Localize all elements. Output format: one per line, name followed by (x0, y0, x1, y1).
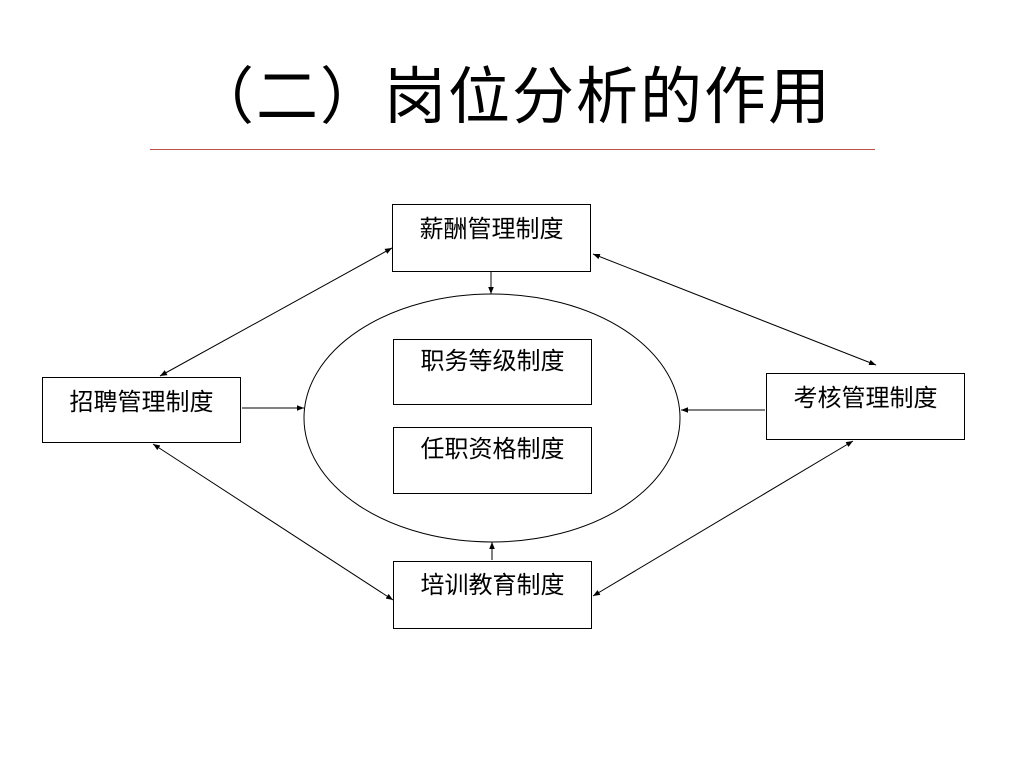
job-qualification-label: 任职资格制度 (420, 435, 565, 463)
job-grade-box: 职务等级制度 (393, 339, 592, 405)
arrow-salary-assess (592, 253, 877, 366)
assessment-management-box: 考核管理制度 (766, 373, 965, 440)
job-grade-label: 职务等级制度 (420, 347, 565, 375)
training-education-label: 培训教育制度 (420, 571, 565, 599)
training-education-box: 培训教育制度 (393, 561, 592, 629)
slide-title: （二）岗位分析的作用 (191, 60, 832, 133)
arrow-recruit-salary (159, 247, 393, 377)
assessment-management-label: 考核管理制度 (793, 384, 938, 412)
salary-management-label: 薪酬管理制度 (419, 215, 564, 243)
salary-management-box: 薪酬管理制度 (392, 204, 591, 272)
job-qualification-box: 任职资格制度 (393, 427, 592, 494)
arrow-train-assess (592, 440, 854, 597)
title-divider (150, 149, 875, 150)
core-ellipse (303, 293, 681, 543)
recruitment-management-box: 招聘管理制度 (42, 377, 241, 443)
arrow-recruit-train (152, 443, 394, 601)
recruitment-management-label: 招聘管理制度 (69, 388, 214, 416)
